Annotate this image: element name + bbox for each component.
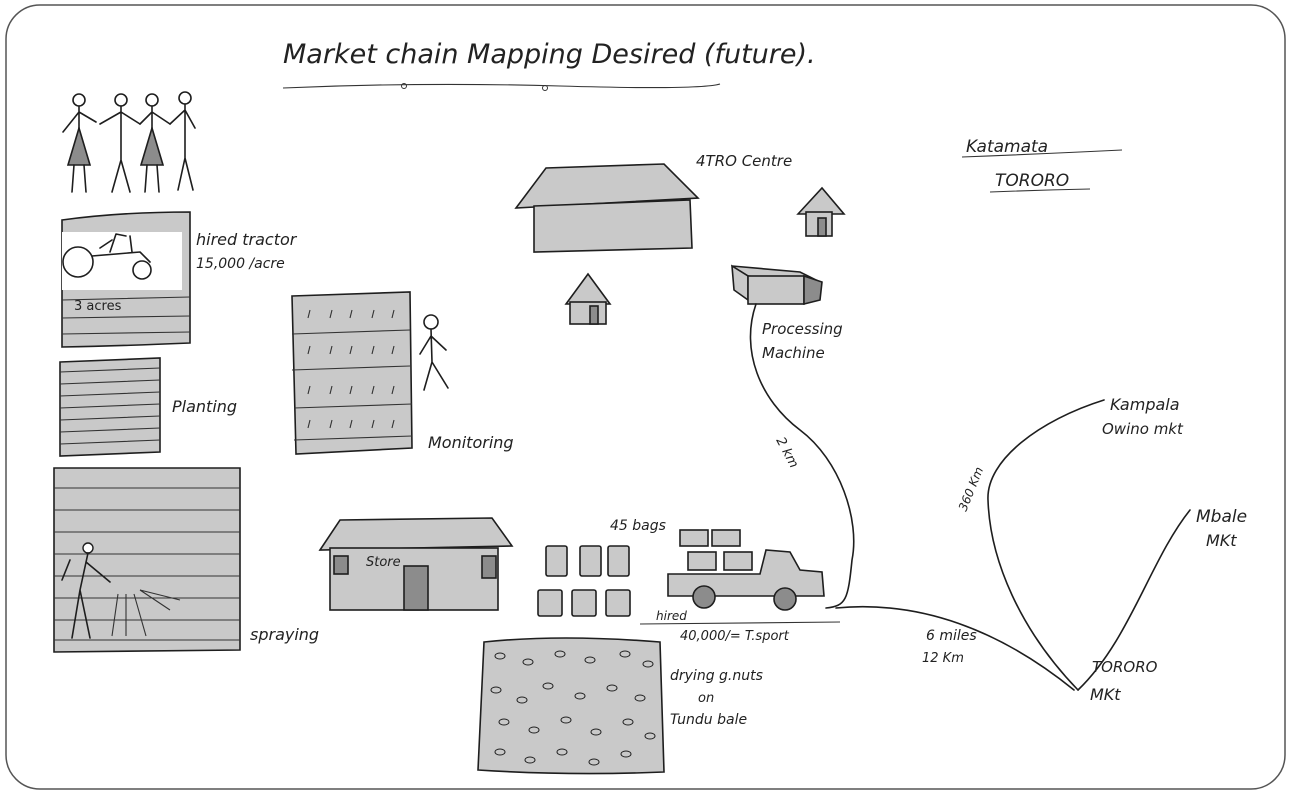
truck-icon (667, 529, 825, 611)
hired-label: hired (656, 609, 687, 623)
route-to-tororo (835, 605, 1075, 691)
tororo-label-line1: TORORO (1092, 658, 1158, 676)
centre-label: 4TRO Centre (696, 152, 792, 170)
spraying-field (53, 467, 241, 653)
mbale-label-line2: MKt (1206, 531, 1237, 550)
tractor-cost-label: 15,000 /acre (196, 256, 285, 272)
processing-label-line2: Machine (762, 344, 825, 362)
transport-underline (639, 621, 841, 625)
location-group: Katamata TORORO (961, 137, 1123, 193)
monitoring-field (291, 291, 413, 455)
sprayer-person-icon (61, 542, 181, 639)
farmer-figure (169, 91, 196, 191)
processing-machine-icon (731, 264, 823, 306)
monitoring-label: Monitoring (428, 433, 514, 452)
farmer-figure (139, 93, 171, 193)
hired-tractor-label: hired tractor (196, 230, 298, 249)
location-line1: Katamata (966, 137, 1048, 157)
drying-label-line2: on (698, 691, 714, 706)
spraying-label: spraying (250, 625, 319, 644)
bags-label: 45 bags (610, 518, 666, 534)
farmers-figures (62, 91, 196, 193)
planting-label: Planting (172, 397, 237, 416)
tororo-label-line2: MKt (1090, 685, 1121, 704)
mbale-label-line1: Mbale (1196, 507, 1247, 527)
location-underline-2 (989, 188, 1091, 193)
route-to-mbale (1077, 509, 1191, 691)
distance-miles-label: 6 miles (926, 628, 977, 644)
location-line2: TORORO (995, 171, 1069, 191)
kampala-label-line2: Owino mkt (1102, 420, 1184, 438)
route-to-kampala (987, 399, 1105, 691)
transport-cost-label: 40,000/= T.sport (680, 629, 790, 644)
drying-area (477, 637, 665, 775)
centre-building (514, 163, 700, 253)
bags-icon (537, 545, 631, 617)
monitoring-person-icon (419, 314, 449, 391)
hut-icon (564, 272, 612, 325)
underline-dot (401, 83, 407, 89)
page-title: Market chain Mapping Desired (future). (283, 39, 816, 70)
title-group: Market chain Mapping Desired (future). (282, 39, 816, 91)
slide-frame (5, 4, 1286, 790)
farmer-figure (99, 93, 141, 193)
store-building: Store (318, 517, 514, 611)
farmer-figure (62, 93, 97, 193)
kampala-label-line1: Kampala (1110, 395, 1180, 414)
underline-dot (542, 85, 548, 91)
processing-label-line1: Processing (762, 320, 843, 338)
tractor-field: 3 acres (61, 211, 191, 348)
acres-label: 3 acres (74, 299, 122, 314)
drying-label-line1: drying g.nuts (670, 668, 763, 684)
distance-km-label: 12 Km (922, 651, 964, 666)
hut-icon (796, 186, 846, 237)
drying-label-line3: Tundu bale (670, 712, 747, 728)
location-underline-1 (961, 149, 1123, 158)
tractor-wheel-icon (62, 246, 94, 278)
store-label: Store (366, 555, 401, 570)
route-machine-to-road (749, 303, 855, 609)
planting-field (59, 357, 161, 457)
